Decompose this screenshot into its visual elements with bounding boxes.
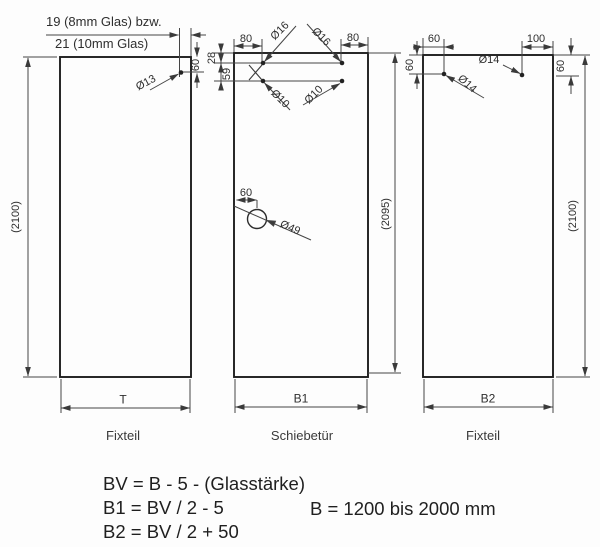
dim-height-middle-label: (2095) (379, 198, 392, 230)
dim-hole14-right-label: Ø14 (478, 53, 500, 66)
formula-b1: B1 = BV / 2 - 5 (103, 497, 224, 518)
caption-left-fixteil: Fixteil (106, 427, 140, 443)
dim-knob (233, 197, 312, 241)
dim-28-59 (214, 43, 261, 91)
dim-offset59-label: 59 (220, 67, 233, 81)
dim-height-left (23, 56, 57, 378)
dim-80-right (340, 37, 369, 62)
dim-width-T-label: T (119, 392, 127, 407)
dim-rp-100 (521, 41, 554, 73)
handle-slot (260, 60, 345, 84)
dim-top80-right-label: 80 (346, 31, 360, 44)
holes-14 (441, 64, 525, 99)
dim-glass-thickness (46, 28, 206, 77)
dim-rp-top100-label: 100 (526, 32, 546, 45)
formula-b2: B2 = BV / 2 + 50 (103, 521, 239, 542)
right-fixed-panel (422, 54, 554, 378)
knob-hole-49 (246, 208, 268, 230)
dim-width-B2 (423, 379, 554, 413)
dim-rp-side60-left-label: 60 (403, 58, 416, 72)
hole-16-right (339, 60, 345, 66)
dim-knob60-label: 60 (239, 186, 253, 199)
hole-13-group (149, 42, 204, 91)
dim-width-B1 (234, 379, 368, 413)
dim-rp-60-sides (409, 38, 579, 94)
formula-bv: BV = B - 5 - (Glasstärke) (103, 473, 306, 494)
dim-height-right (553, 54, 590, 378)
caption-schiebetuer: Schiebetür (270, 427, 334, 443)
dim-rp-side60-right-label: 60 (554, 59, 567, 73)
dim-left-edge60-label: 60 (189, 58, 202, 72)
dim-width-B1-label: B1 (293, 391, 309, 406)
hole-14-left (441, 71, 447, 77)
dim-height-middle (368, 52, 401, 374)
dim-height-right-label: (2100) (566, 200, 579, 232)
dim-offset28-label: 28 (205, 51, 218, 65)
hole-16-left (260, 60, 266, 66)
hole-14-right (519, 72, 525, 78)
dim-height-left-label: (2100) (9, 201, 22, 233)
note-glass-10: 21 (10mm Glas) (55, 36, 149, 51)
dim-top80-left-label: 80 (239, 32, 253, 45)
dim-width-B2-label: B2 (480, 391, 496, 406)
caption-right-fixteil: Fixteil (466, 427, 500, 443)
dim-80-left (233, 39, 263, 62)
hole-leaders (264, 23, 341, 111)
hole-10-right (339, 78, 345, 84)
center-mark (248, 64, 263, 81)
dim-rp-top60-label: 60 (427, 32, 441, 45)
hole-13 (178, 70, 184, 75)
dim-width-T (60, 379, 191, 413)
formula-b-range: B = 1200 bis 2000 mm (310, 498, 496, 519)
left-fixed-panel (59, 56, 192, 378)
sliding-door-panel (233, 52, 369, 378)
note-glass-8: 19 (8mm Glas) bzw. (46, 14, 162, 29)
